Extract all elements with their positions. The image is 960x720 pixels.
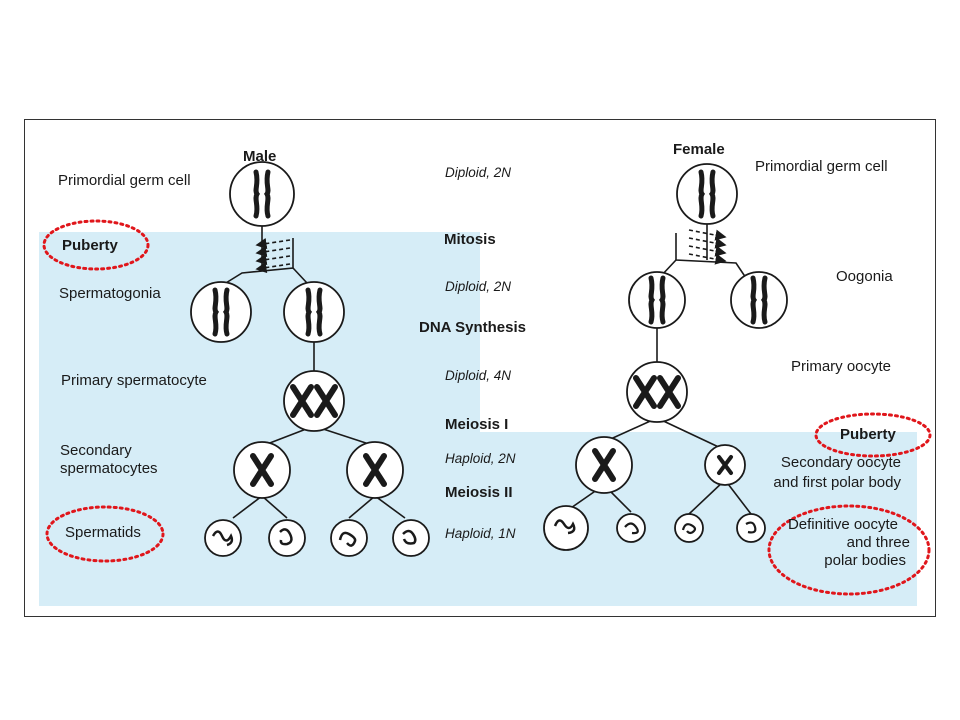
center-haploid-2n: Haploid, 2N: [445, 451, 516, 466]
gametogenesis-diagram: [39, 161, 932, 606]
female-primary-label: Primary oocyte: [791, 358, 892, 375]
male-spermatids-label: Spermatids: [65, 524, 141, 541]
female-oogonia-label: Oogonia: [836, 268, 893, 285]
female-primordial-cell: [676, 163, 738, 225]
center-dna-synthesis: DNA Synthesis: [419, 319, 526, 336]
female-oogonium-cell-right: [730, 271, 788, 329]
female-definitive-label-1: Definitive oocyte: [787, 516, 899, 533]
male-secondary-spermatocyte-cell-left: [233, 441, 291, 499]
female-secondary-oocyte-cell: [575, 436, 633, 494]
male-panel-background: [39, 232, 917, 606]
male-spermatogonium-cell-left: [190, 281, 252, 343]
female-puberty-highlight: [814, 412, 932, 458]
female-definitive-label-2: and three: [846, 534, 910, 551]
center-meiosis-1: Meiosis I: [445, 416, 509, 433]
male-puberty-highlight: [42, 219, 150, 271]
female-first-polar-body-cell: [704, 444, 746, 486]
male-mitosis-arrows: [255, 238, 291, 274]
female-definitive-label-3: polar bodies: [824, 552, 906, 569]
diagram-frame: Male Female Primordial germ cell Puberty…: [24, 119, 936, 617]
female-definitive-highlight: [767, 504, 931, 596]
center-haploid-1n: Haploid, 1N: [445, 526, 516, 541]
male-secondary-label-2: spermatocytes: [60, 460, 158, 477]
male-secondary-spermatocyte-cell-right: [346, 441, 404, 499]
female-primordial-label: Primordial germ cell: [755, 158, 888, 175]
male-header: Male: [243, 148, 277, 165]
male-primary-label: Primary spermatocyte: [61, 372, 207, 389]
male-spermatids-highlight: [45, 505, 165, 563]
female-secondary-label-1: Secondary oocyte: [780, 454, 901, 471]
center-diploid-2n: Diploid, 2N: [445, 279, 512, 294]
center-mitosis: Mitosis: [444, 231, 496, 248]
male-primordial-cell: [229, 161, 295, 227]
highlight-rings: [42, 219, 932, 596]
female-secondary-label-2: and first polar body: [773, 474, 901, 491]
female-polar-body-cells: [616, 513, 766, 543]
female-definitive-oocyte-cell: [543, 505, 589, 551]
male-primary-spermatocyte-cell: [283, 370, 345, 432]
female-mitosis-arrows: [688, 229, 727, 265]
male-primordial-label: Primordial germ cell: [58, 172, 191, 189]
female-header: Female: [673, 141, 725, 158]
male-secondary-label-1: Secondary: [60, 442, 132, 459]
center-diploid-4n: Diploid, 4N: [445, 368, 512, 383]
female-oogonium-cell-left: [628, 271, 686, 329]
male-spermatogonia-label: Spermatogonia: [59, 285, 161, 302]
female-puberty-label: Puberty: [840, 426, 896, 443]
center-meiosis-2: Meiosis II: [445, 484, 513, 501]
female-primary-oocyte-cell: [626, 361, 688, 423]
male-puberty-label: Puberty: [62, 237, 118, 254]
male-spermatogonium-cell-right: [283, 281, 345, 343]
male-spermatid-cells: [204, 519, 430, 557]
center-diploid-2n-top: Diploid, 2N: [445, 165, 512, 180]
